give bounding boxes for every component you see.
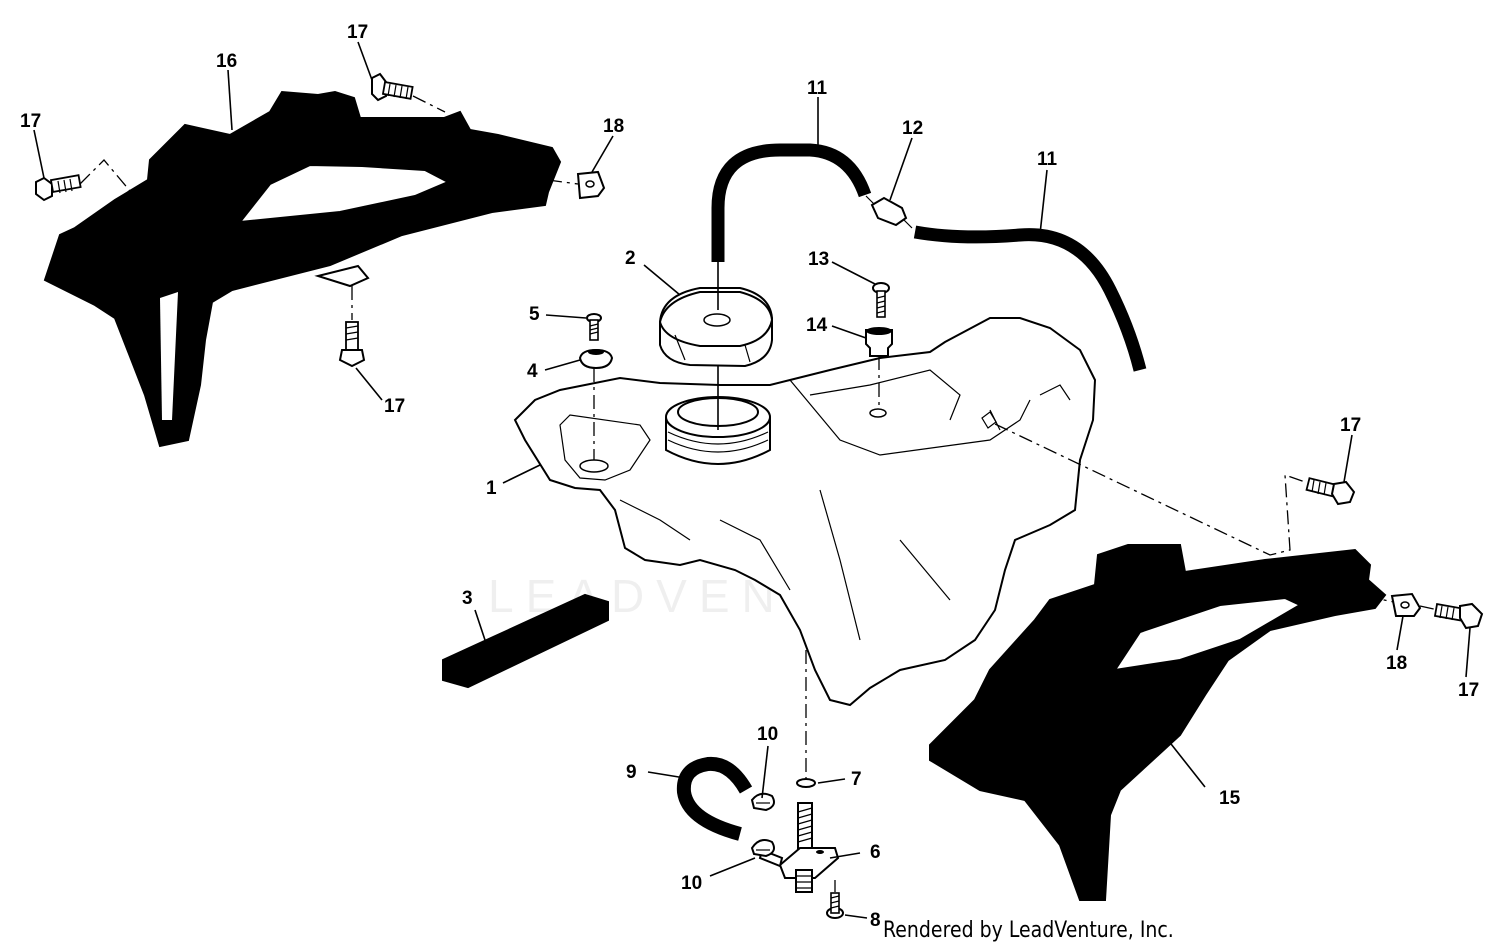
callout-3: 3 [462, 588, 473, 609]
callout-9: 9 [626, 762, 637, 783]
part-11-vent-hose-upper [711, 143, 872, 262]
part-8-screw [826, 892, 844, 919]
part-16-left-shroud [43, 90, 562, 448]
part-17-bolt-top [371, 72, 414, 102]
callout-13: 13 [808, 249, 829, 270]
callout-17-bottom: 17 [384, 396, 405, 417]
assembly-lines [79, 95, 1439, 892]
callout-5: 5 [529, 304, 540, 325]
part-5-screw [586, 313, 602, 341]
callout-16: 16 [216, 51, 237, 72]
callout-17-left: 17 [20, 111, 41, 132]
callout-17-right-upper: 17 [1340, 415, 1361, 436]
callout-18-left: 18 [603, 116, 624, 137]
callout-1: 1 [486, 478, 497, 499]
part-12-vent-valve [865, 195, 913, 229]
part-17-bolt-bottom [338, 321, 366, 368]
callout-10-lower: 10 [681, 873, 702, 894]
rendered-by-credit: Rendered by LeadVenture, Inc. [883, 918, 1174, 943]
callout-18-right: 18 [1386, 653, 1407, 674]
callout-11-right: 11 [1037, 149, 1058, 170]
callout-17-right-lower: 17 [1458, 680, 1479, 701]
callout-7: 7 [851, 769, 862, 790]
callout-4: 4 [527, 361, 538, 382]
part-17-bolt-left [35, 174, 82, 202]
part-18-clip-right [1390, 592, 1422, 617]
callout-17-top: 17 [347, 22, 368, 43]
part-2-fuel-cap [658, 287, 774, 368]
part-3-pad [442, 593, 609, 689]
leader-lines [33, 41, 1471, 919]
part-4-grommet [578, 348, 614, 370]
part-1-fuel-tank [513, 317, 1097, 707]
callout-11-upper: 11 [807, 78, 828, 99]
part-18-clip-left [576, 170, 606, 200]
callout-15: 15 [1219, 788, 1241, 809]
part-10-clamp-lower [750, 839, 775, 858]
part-17-bolt-right-lower [1433, 602, 1484, 630]
callout-12: 12 [902, 118, 923, 139]
callout-10-upper: 10 [757, 724, 778, 745]
callout-6: 6 [870, 842, 881, 863]
part-14-bushing [865, 327, 893, 357]
part-6-fuel-valve [758, 802, 840, 893]
part-7-o-ring [796, 778, 816, 788]
callouts: 1 2 3 4 5 6 7 8 9 10 10 11 11 12 13 14 1… [20, 22, 1479, 931]
part-9-fuel-hose [676, 756, 753, 841]
part-11-vent-hose-lower [913, 225, 1147, 372]
callout-14: 14 [806, 315, 828, 336]
part-17-bolt-right-upper [1305, 477, 1356, 506]
part-10-clamp-upper [750, 792, 775, 812]
callout-8: 8 [870, 910, 881, 931]
part-15-right-shroud [929, 544, 1387, 901]
part-13-screw [872, 282, 890, 318]
callout-2: 2 [625, 248, 636, 269]
